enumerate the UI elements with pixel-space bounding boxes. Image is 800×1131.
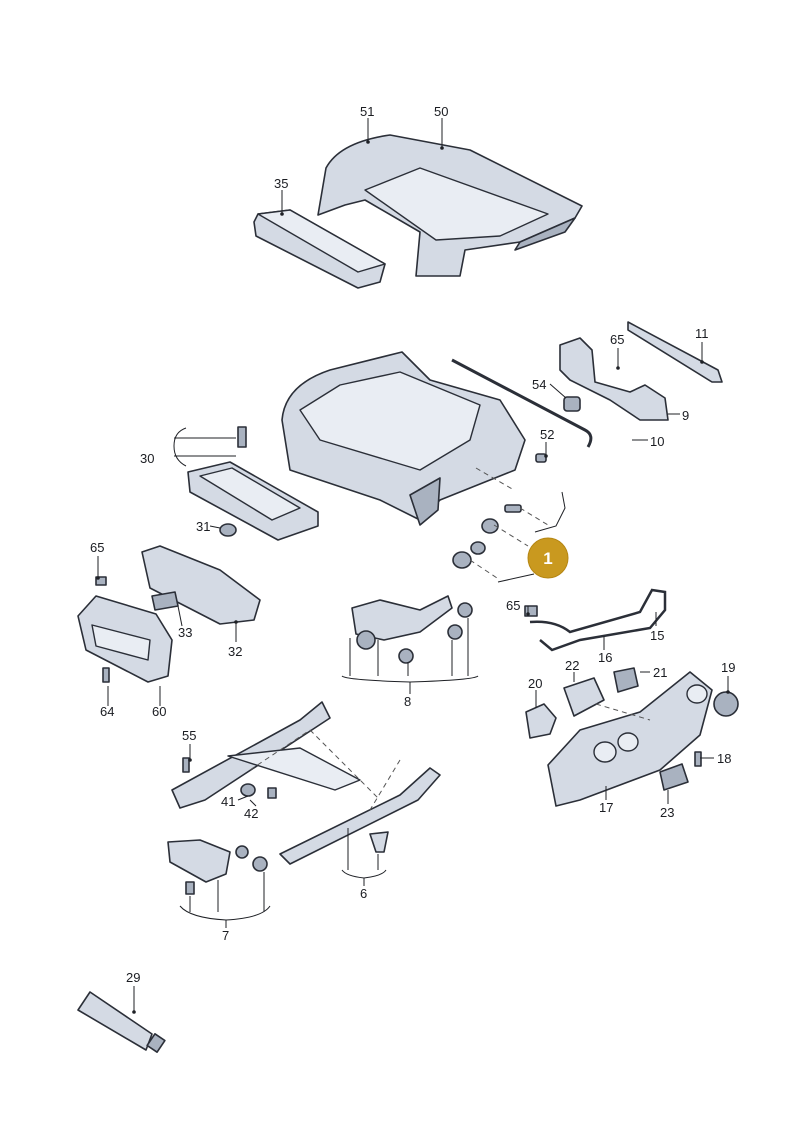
- label-55: 55: [182, 728, 196, 743]
- label-35: 35: [274, 176, 288, 191]
- label-32: 32: [228, 644, 242, 659]
- label-18: 18: [717, 751, 731, 766]
- label-60: 60: [152, 704, 166, 719]
- seat-side-panel-part: [547, 671, 713, 807]
- under-seat-cover-part: [187, 426, 319, 541]
- label-29: 29: [126, 970, 140, 985]
- label-6: 6: [360, 886, 367, 901]
- label-22: 22: [565, 658, 579, 673]
- label-8: 8: [404, 694, 411, 709]
- side-trim-part: [141, 545, 261, 625]
- label-19: 19: [721, 660, 735, 675]
- label-54: 54: [532, 377, 546, 392]
- mounting-bracket-part: [559, 337, 669, 421]
- label-64: 64: [100, 704, 114, 719]
- label-20: 20: [528, 676, 542, 691]
- grease-tube-part: [77, 991, 166, 1053]
- highlight-badge-1[interactable]: 1: [527, 537, 569, 579]
- label-33: 33: [178, 625, 192, 640]
- leader-dots: [96, 140, 730, 1014]
- seat-frame-part: [281, 351, 526, 526]
- seat-motor-part: [167, 839, 268, 895]
- cushion-pad-part: [253, 209, 386, 289]
- label-10: 10: [650, 434, 664, 449]
- label-17: 17: [599, 800, 613, 815]
- label-15: 15: [650, 628, 664, 643]
- label-41: 41: [221, 794, 235, 809]
- fastener-parts: [452, 453, 547, 569]
- label-7: 7: [222, 928, 229, 943]
- label-42: 42: [244, 806, 258, 821]
- label-9: 9: [682, 408, 689, 423]
- switch-panel-part: [77, 576, 173, 683]
- label-31: 31: [196, 519, 210, 534]
- wire-rod-part: [451, 358, 593, 448]
- label-50: 50: [434, 104, 448, 119]
- label-11: 11: [695, 326, 709, 341]
- seat-rail-assembly-part: [171, 701, 441, 865]
- label-52: 52: [540, 427, 554, 442]
- guide-lines: [249, 467, 651, 811]
- label-16: 16: [598, 650, 612, 665]
- label-23: 23: [660, 805, 674, 820]
- motor-assembly-part: [351, 595, 473, 664]
- wiring-harness-part: [524, 588, 667, 652]
- callout-labels: 51 50 35 11 65 54 9 10 52 30 31 65 33 32…: [90, 104, 735, 985]
- label-21: 21: [653, 665, 667, 680]
- label-65-left: 65: [90, 540, 104, 555]
- label-65-upper: 65: [610, 332, 624, 347]
- seat-switch-parts: [525, 667, 739, 791]
- label-65-right: 65: [506, 598, 520, 613]
- badge-label-1: 1: [543, 549, 552, 568]
- label-51: 51: [360, 104, 374, 119]
- seat-cushion-part: [317, 134, 583, 277]
- label-30: 30: [140, 451, 154, 466]
- leader-lines: [97, 118, 729, 1012]
